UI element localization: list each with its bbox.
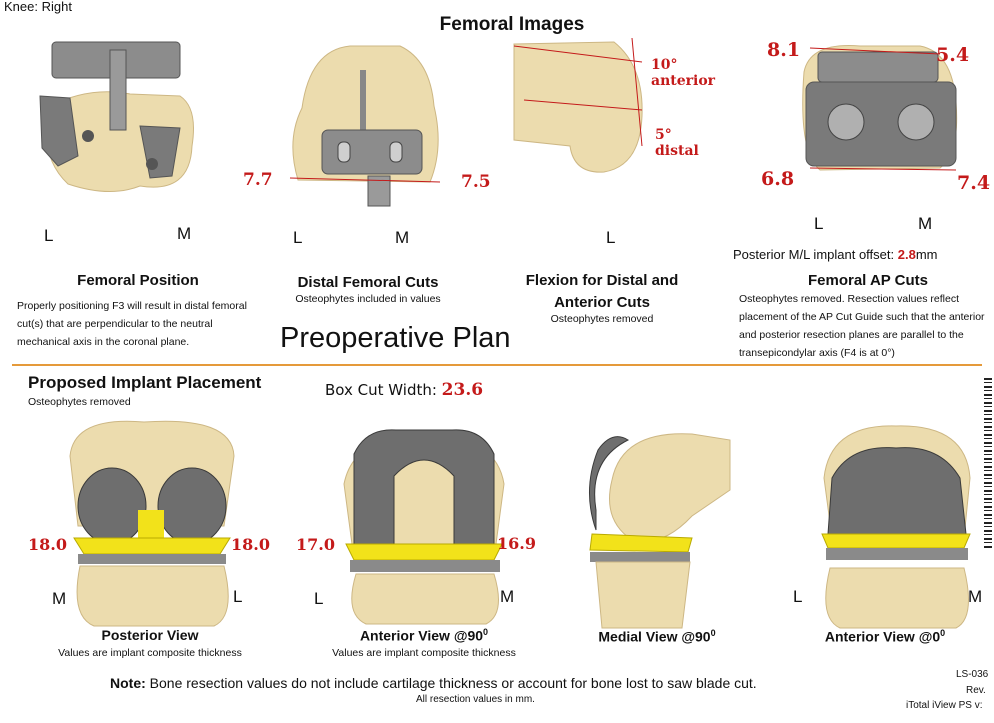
ap-side-right: M xyxy=(918,214,933,233)
flexion-title-line1: Flexion for Distal and xyxy=(525,272,679,289)
footer-code: LS-036 xyxy=(956,669,989,680)
femoral-position-image xyxy=(39,41,194,193)
distal-cuts-title: Distal Femoral Cuts xyxy=(297,274,439,291)
ap-offset-value: 2.8 xyxy=(897,247,916,262)
placement-subtitle: Osteophytes removed xyxy=(28,396,131,408)
flexion-anterior-value: 10° xyxy=(651,57,678,73)
ap-offset-label: Posterior M/L implant offset: xyxy=(733,247,895,262)
anterior-90-image xyxy=(343,429,505,625)
anterior0-title-text: Anterior View @0 xyxy=(824,628,941,645)
anterior0-side-left: L xyxy=(793,587,803,606)
footer-rev: Rev. xyxy=(966,685,986,696)
section-divider xyxy=(12,364,982,366)
box-cut-width: Box Cut Width: 23.6 xyxy=(325,380,483,400)
ap-top-right-value: 5.4 xyxy=(936,44,970,66)
distal-cuts-subtitle: Osteophytes included in values xyxy=(295,293,441,305)
ap-cuts-description: Osteophytes removed. Resection values re… xyxy=(739,293,985,359)
anterior90-right-value: 16.9 xyxy=(497,534,536,553)
anterior0-title-sup: 0 xyxy=(940,628,946,638)
footer-software: iTotal iView PS v: xyxy=(906,700,983,711)
anterior90-subtitle: Values are implant composite thickness xyxy=(332,647,516,659)
box-cut-value: 23.6 xyxy=(441,380,484,400)
dc-side-left: L xyxy=(293,228,303,247)
barcode-icon xyxy=(984,378,992,550)
posterior-right-value: 18.0 xyxy=(231,535,270,554)
knee-side-label: Knee: Right xyxy=(4,0,72,14)
distal-cut-right-value: 7.5 xyxy=(461,172,491,192)
medial90-title-text: Medial View @90 xyxy=(598,628,711,645)
anterior90-title-sup: 0 xyxy=(483,627,489,637)
footer-note-text: Bone resection values do not include car… xyxy=(145,675,757,691)
distal-cuts-image xyxy=(289,45,441,207)
femoral-images-title: Femoral Images xyxy=(439,14,585,35)
flexion-distal-label: distal xyxy=(655,143,699,159)
ap-cuts-title: Femoral AP Cuts xyxy=(807,272,929,289)
femoral-position-description: Properly positioning F3 will result in d… xyxy=(17,300,247,348)
anterior0-title: Anterior View @00 xyxy=(806,628,964,645)
anterior90-side-right: M xyxy=(500,587,515,606)
femoral-position-title: Femoral Position xyxy=(77,272,199,289)
footer-note-label: Note: xyxy=(110,675,146,691)
ap-cuts-image xyxy=(802,45,958,171)
posterior-view-image xyxy=(69,420,235,627)
flexion-subtitle: Osteophytes removed xyxy=(550,313,654,325)
ap-side-left: L xyxy=(814,214,824,233)
fp-side-right: M xyxy=(177,224,192,243)
flexion-side: L xyxy=(606,228,616,247)
ap-bottom-right-value: 7.4 xyxy=(957,172,991,194)
anterior90-title-text: Anterior View @90 xyxy=(359,627,484,644)
medial-90-image xyxy=(589,433,731,629)
preoperative-plan-title: Preoperative Plan xyxy=(280,322,511,354)
medial90-title-sup: 0 xyxy=(710,628,716,638)
posterior-left-value: 18.0 xyxy=(28,535,67,554)
footer-note: Note: Bone resection values do not inclu… xyxy=(110,675,757,691)
ap-bottom-left-value: 6.8 xyxy=(761,168,795,190)
medial90-title: Medial View @900 xyxy=(568,628,746,645)
posterior-view-title: Posterior View xyxy=(101,627,199,643)
posterior-side-left: M xyxy=(52,589,67,608)
placement-title: Proposed Implant Placement xyxy=(28,373,262,392)
dc-side-right: M xyxy=(395,228,410,247)
footer-units: All resection values in mm. xyxy=(416,694,535,705)
anterior90-title: Anterior View @900 xyxy=(318,627,530,644)
posterior-side-right: L xyxy=(233,587,243,606)
flexion-title-line2: Anterior Cuts xyxy=(554,294,650,311)
anterior90-side-left: L xyxy=(314,589,324,608)
ap-offset-unit: mm xyxy=(915,247,938,262)
distal-cut-left-value: 7.7 xyxy=(243,170,273,190)
anterior90-left-value: 17.0 xyxy=(296,535,335,554)
anterior-0-image xyxy=(821,425,971,629)
ap-offset-line: Posterior M/L implant offset: 2.8mm xyxy=(733,247,938,262)
anterior0-side-right: M xyxy=(968,587,983,606)
box-cut-label: Box Cut Width: xyxy=(325,381,437,399)
flexion-distal-value: 5° xyxy=(655,127,672,143)
fp-side-left: L xyxy=(44,226,54,245)
posterior-view-subtitle: Values are implant composite thickness xyxy=(58,647,242,659)
flexion-anterior-label: anterior xyxy=(651,73,716,89)
ap-top-left-value: 8.1 xyxy=(767,39,801,61)
flexion-image xyxy=(513,37,643,173)
